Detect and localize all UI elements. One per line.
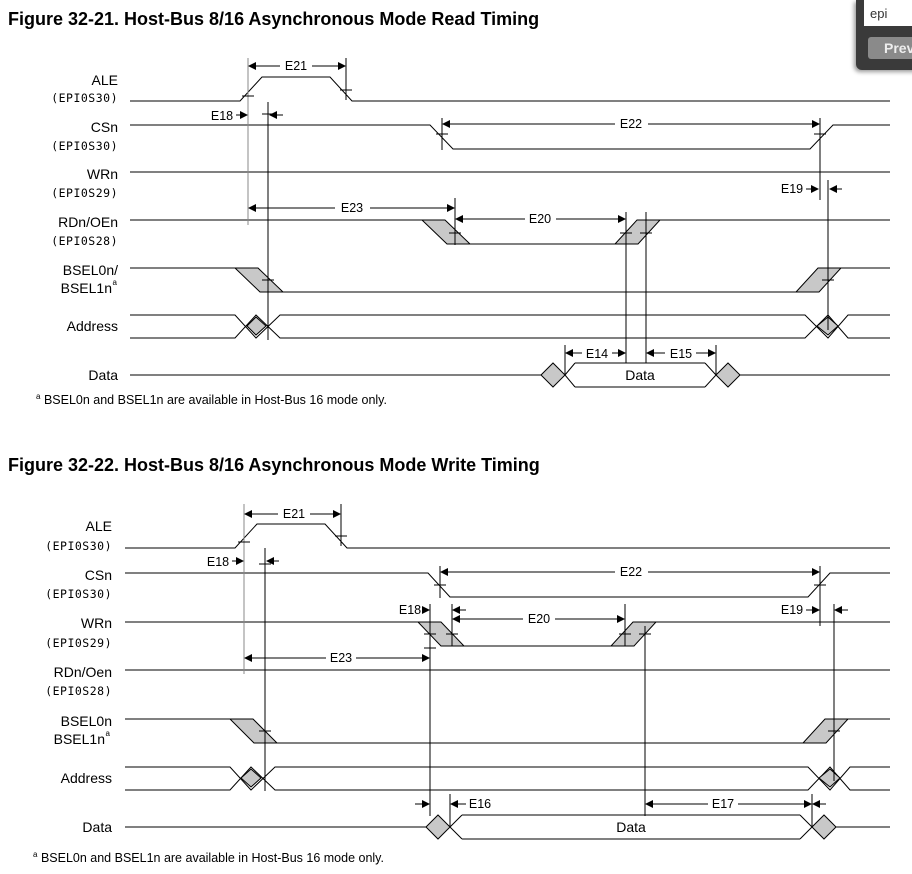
search-widget: Prev [856,0,912,70]
signal-label-address: Address [67,318,118,334]
signal-pin-ale: (EPI0S30) [51,91,118,105]
data-invalid-end [715,362,741,388]
rdn-waveform [130,219,890,245]
footnote-text: BSEL0n and BSEL1n are available in Host-… [40,851,384,866]
address-crossover-1 [240,768,262,788]
address-waveform [130,314,890,339]
data-invalid-start [540,362,566,388]
timing-e21: E21 [285,59,307,73]
timing-e22: E22 [620,117,642,131]
timing-e20: E20 [529,212,551,226]
bsel-transition-rise [794,267,843,293]
address-crossover-2 [818,768,841,788]
ale-waveform [125,523,890,549]
footnote-text: BSEL0n and BSEL1n are available in Host-… [43,393,387,408]
bsel-footnote-mark: a [106,729,111,738]
rdn-transition-rise [613,219,662,245]
signal-pin-ale: (EPI0S30) [45,539,112,553]
signal-label-bsel1n: BSEL1n [61,280,112,296]
timing-e18: E18 [211,109,233,123]
signal-pin-csn: (EPI0S30) [45,587,112,601]
timing-e20: E20 [528,612,550,626]
signal-labels: ALE (EPI0S30) CSn (EPI0S30) WRn (EPI0S29… [45,518,112,835]
figure-title-read-timing: Figure 32-21. Host-Bus 8/16 Asynchronous… [8,9,540,29]
signal-labels: ALE (EPI0S30) CSn (EPI0S30) WRn (EPI0S29… [51,72,118,383]
signal-pin-wrn: (EPI0S29) [45,636,112,650]
timing-e14: E14 [586,347,608,361]
timing-labels: E21 E18 E22 E19 E23 E20 E14 E15 [211,59,803,361]
timing-e19: E19 [781,182,803,196]
data-valid-label: Data [625,367,655,383]
signal-pin-rdn: (EPI0S28) [51,234,118,248]
signal-label-bsel1n: BSEL1n [54,731,105,747]
address-waveform [125,766,890,791]
signal-pin-csn: (EPI0S30) [51,139,118,153]
timing-e23: E23 [341,201,363,215]
preview-button[interactable]: Prev [868,37,912,59]
signal-pin-wrn: (EPI0S29) [51,186,118,200]
signal-label-ale: ALE [92,72,118,88]
timing-e18: E18 [207,555,229,569]
signal-pin-rdn: (EPI0S28) [45,684,112,698]
signal-label-ale: ALE [86,518,112,534]
signal-label-rdn: RDn/Oen [54,664,112,680]
timing-e23: E23 [330,651,352,665]
signal-label-bsel0n: BSEL0n [61,713,112,729]
timing-e21: E21 [283,507,305,521]
read-timing-diagram: ALE (EPI0S30) CSn (EPI0S30) WRn (EPI0S29… [51,58,890,388]
data-invalid-end [811,814,837,840]
signal-label-csn: CSn [91,119,118,135]
timing-labels: E21 E18 E22 E18 E20 E19 E23 E16 E17 [207,507,803,811]
signal-label-wrn: WRn [81,615,112,631]
timing-e18-wrn: E18 [399,603,421,617]
address-crossover-1 [246,316,267,336]
footnote-mark: a [33,850,38,859]
write-timing-diagram: ALE (EPI0S30) CSn (EPI0S30) WRn (EPI0S29… [45,504,890,840]
ale-waveform [130,76,890,102]
csn-waveform [125,572,890,598]
data-waveform [125,814,890,840]
signal-label-csn: CSn [85,567,112,583]
signal-label-wrn: WRn [87,166,118,182]
wrn-waveform [125,621,890,647]
footnote-read: a BSEL0n and BSEL1n are available in Hos… [36,392,387,407]
bsel-transition-fall [233,267,285,293]
timing-e17: E17 [712,797,734,811]
data-valid-label: Data [616,819,646,835]
figure-title-write-timing: Figure 32-22. Host-Bus 8/16 Asynchronous… [8,455,540,475]
csn-waveform [130,124,890,150]
search-input[interactable] [864,0,912,26]
data-invalid-start [425,814,451,840]
bsel-waveform [125,718,890,744]
bsel-waveform [130,267,890,293]
signal-label-address: Address [61,770,112,786]
signal-label-rdn: RDn/OEn [58,214,118,230]
data-waveform [130,362,890,388]
timing-e19: E19 [781,603,803,617]
rdn-transition-fall [420,219,472,245]
timing-e22: E22 [620,565,642,579]
timing-e16: E16 [469,797,491,811]
timing-e15: E15 [670,347,692,361]
bsel-transition-rise [801,718,850,744]
bsel-footnote-mark: a [113,278,118,287]
signal-label-data: Data [82,819,112,835]
footnote-write: a BSEL0n and BSEL1n are available in Hos… [33,850,384,865]
signal-label-data: Data [88,367,118,383]
footnote-mark: a [36,392,41,401]
signal-label-bsel0n: BSEL0n/ [63,262,118,278]
